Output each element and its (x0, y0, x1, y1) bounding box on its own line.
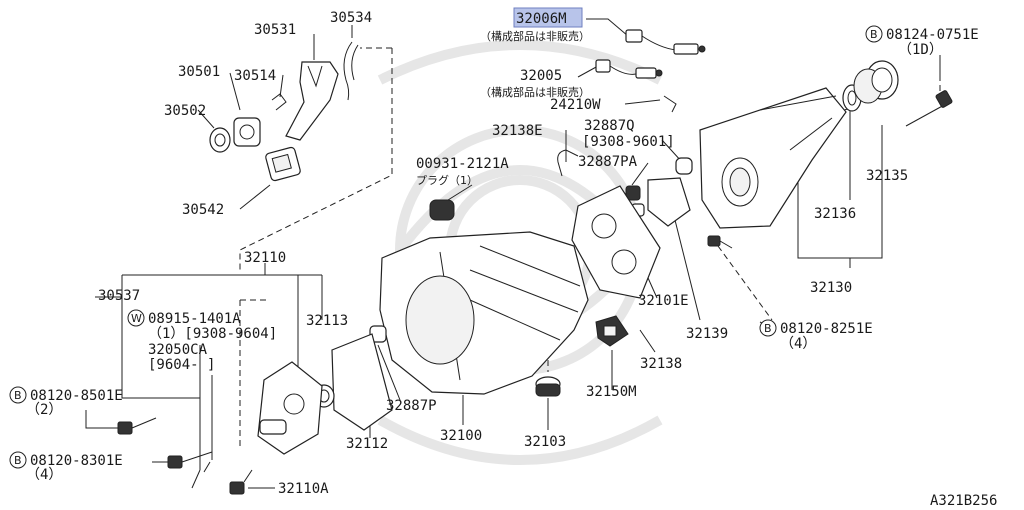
bolt-08120-8301E-shape (167, 451, 213, 469)
qty-08915: （1）[9308-9604] (148, 326, 277, 342)
bolt-08120-8251E-shape (707, 235, 733, 249)
ring-30502-shape (209, 127, 231, 153)
label-30534[interactable]: 30534 (330, 10, 372, 26)
label-32138E[interactable]: 32138E (492, 123, 543, 139)
label-32138[interactable]: 32138 (640, 356, 682, 372)
bolt-08120-8501E-shape (117, 417, 157, 435)
part-labels: 32006M （構成部品は非販売） 32005 （構成部品は非販売） 24210… (9, 7, 997, 509)
pipe-32138E-shape (557, 149, 579, 177)
label-32110[interactable]: 32110 (244, 250, 286, 266)
sleeve-30542-shape (265, 146, 301, 182)
label-32135[interactable]: 32135 (866, 168, 908, 184)
label-08124[interactable]: 08124-0751E (886, 27, 979, 43)
plug-00931-shape (429, 199, 455, 221)
mount-32103-shape (535, 376, 561, 397)
label-08120-8301E[interactable]: 08120-8301E (30, 453, 123, 469)
sensor-32005-shape (595, 59, 663, 79)
highlight-marker (513, 7, 583, 28)
bolt-32110A-shape (229, 469, 253, 495)
part-drawings (117, 29, 953, 495)
label-08915[interactable]: 08915-1401A (148, 311, 241, 327)
extension-housing-32130-shape (699, 87, 847, 229)
spring-30514-shape (271, 93, 287, 111)
fork-30531-shape (285, 61, 339, 141)
label-08120-8251E[interactable]: 08120-8251E (780, 321, 873, 337)
label-24210W[interactable]: 24210W (550, 97, 601, 113)
label-32139[interactable]: 32139 (686, 326, 728, 342)
prefix-08124: B (870, 28, 878, 41)
bushing-32887P-shape (369, 325, 387, 343)
label-32100[interactable]: 32100 (440, 428, 482, 444)
bolt-prefix-circle-2 (759, 319, 777, 337)
range-32050CA: [9604- ] (148, 357, 215, 373)
front-cover-32110-shape (257, 361, 323, 455)
note-32006M: （構成部品は非販売） (480, 29, 590, 43)
label-32113[interactable]: 32113 (306, 313, 348, 329)
transmission-case-32100-shape (379, 231, 589, 395)
label-30542[interactable]: 30542 (182, 202, 224, 218)
washer-prefix-circle (127, 309, 145, 327)
label-32150M[interactable]: 32150M (586, 384, 637, 400)
prefix-08120-8301E: B (14, 454, 22, 467)
bushing-32135-shape (853, 60, 899, 104)
label-32136[interactable]: 32136 (814, 206, 856, 222)
bushing-32887Q-shape (675, 157, 693, 175)
bolt-prefix-circle-4 (9, 451, 27, 469)
label-32005[interactable]: 32005 (520, 68, 562, 84)
qty-08120-8501E: （2） (26, 402, 62, 418)
note-00931: プラグ（1） (416, 173, 478, 187)
label-32101E[interactable]: 32101E (638, 293, 689, 309)
qty-08120-8251E: （4） (780, 336, 816, 352)
gasket-32139-shape (647, 177, 691, 227)
label-32110A[interactable]: 32110A (278, 481, 329, 497)
leader-lines (85, 18, 941, 489)
sensor-24210W-shape (663, 95, 677, 113)
qty-08124: （1D） (898, 42, 943, 58)
bracket-32150M-shape (595, 315, 629, 347)
prefix-08120-8501E: B (14, 389, 22, 402)
label-32050CA[interactable]: 32050CA (148, 342, 208, 358)
label-32006M[interactable]: 32006M (516, 11, 567, 27)
range-32887Q: [9308-9601] (582, 134, 675, 150)
label-32112[interactable]: 32112 (346, 436, 388, 452)
label-30537[interactable]: 30537 (98, 288, 140, 304)
label-32887P[interactable]: 32887P (386, 398, 437, 414)
label-08120-8501E[interactable]: 08120-8501E (30, 388, 123, 404)
bolt-08124-shape (905, 90, 953, 127)
label-30514[interactable]: 30514 (234, 68, 276, 84)
adapter-plate-32101E-shape (571, 185, 661, 299)
note-32005: （構成部品は非販売） (480, 85, 590, 99)
label-32887PA[interactable]: 32887PA (578, 154, 638, 170)
sensor-32006M-shape (625, 29, 706, 55)
pin-30537-shape (191, 461, 211, 489)
label-32130[interactable]: 32130 (810, 280, 852, 296)
clip-30534-shape (343, 41, 359, 101)
label-30531[interactable]: 30531 (254, 22, 296, 38)
prefix-08120-8251E: B (764, 322, 772, 335)
label-32103[interactable]: 32103 (524, 434, 566, 450)
prefix-08915: W (131, 312, 142, 325)
qty-08120-8301E: （4） (26, 467, 62, 483)
bolt-prefix-circle (865, 25, 883, 43)
diagram-code: A321B256 (930, 493, 997, 509)
label-32887Q[interactable]: 32887Q (584, 118, 635, 134)
label-30501[interactable]: 30501 (178, 64, 220, 80)
bolt-prefix-circle-3 (9, 386, 27, 404)
label-30502[interactable]: 30502 (164, 103, 206, 119)
label-00931[interactable]: 00931-2121A (416, 156, 509, 172)
bearing-30501-shape (233, 117, 261, 147)
gasket-32112-shape (331, 333, 393, 431)
